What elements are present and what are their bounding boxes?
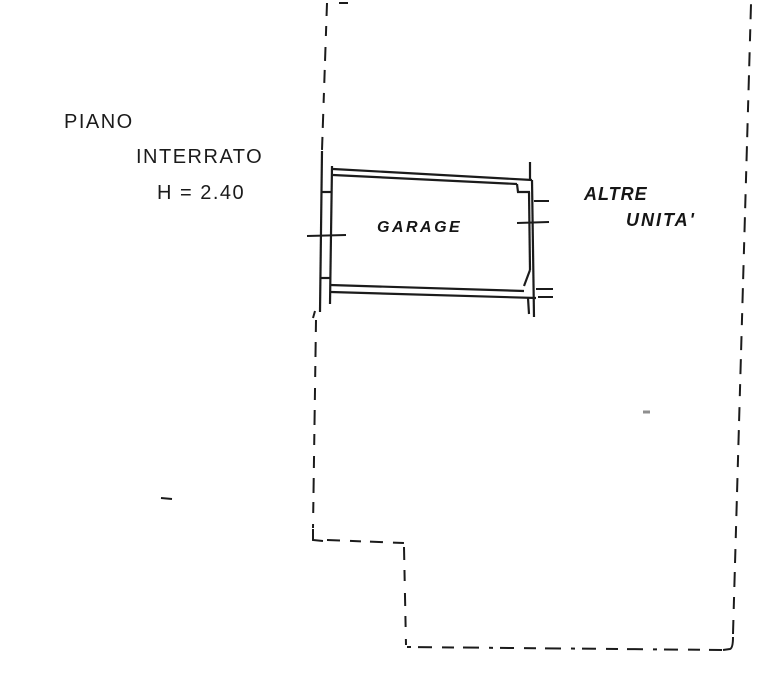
right-wall-cross-tick <box>516 221 550 224</box>
boundary-dashed-outline <box>312 2 752 651</box>
floor-name-label-line1: PIANO <box>64 111 134 133</box>
ceiling-height-label: H = 2.40 <box>157 182 246 204</box>
top-wall-right-jog <box>515 183 530 194</box>
top-wall-inner <box>332 173 518 186</box>
boundary-step-vertical <box>403 546 407 646</box>
right-wall-outer <box>530 179 536 318</box>
boundary-step-horizontal <box>326 539 405 544</box>
wall-junction-ticks <box>306 200 553 298</box>
garage-walls <box>318 150 537 318</box>
left-wall-foot-mark <box>312 310 316 319</box>
stray-dash-left <box>160 497 173 500</box>
boundary-bottom <box>406 646 723 651</box>
room-label-garage: GARAGE <box>377 219 463 236</box>
bottom-wall-outer <box>330 290 537 300</box>
boundary-step-corner <box>312 529 324 542</box>
boundary-bottom-right-corner <box>722 636 734 651</box>
bottom-wall-inner <box>329 283 525 293</box>
adjacent-units-label-line2: UNITA' <box>626 210 696 230</box>
stray-marks <box>160 310 650 500</box>
boundary-left-lower <box>312 319 317 529</box>
boundary-left-upper <box>321 2 328 151</box>
boundary-right <box>732 3 752 635</box>
left-wall-cross-tick <box>306 234 347 237</box>
right-wall-lower-stub <box>526 297 531 315</box>
right-wall-inner-jog <box>522 269 532 287</box>
right-wall-inner <box>527 191 532 271</box>
adjacent-units-label-line1: ALTRE <box>584 184 648 204</box>
floor-name-label-line2: INTERRATO <box>136 146 264 168</box>
left-wall-outer <box>318 150 324 313</box>
top-wall-outer <box>332 167 533 182</box>
